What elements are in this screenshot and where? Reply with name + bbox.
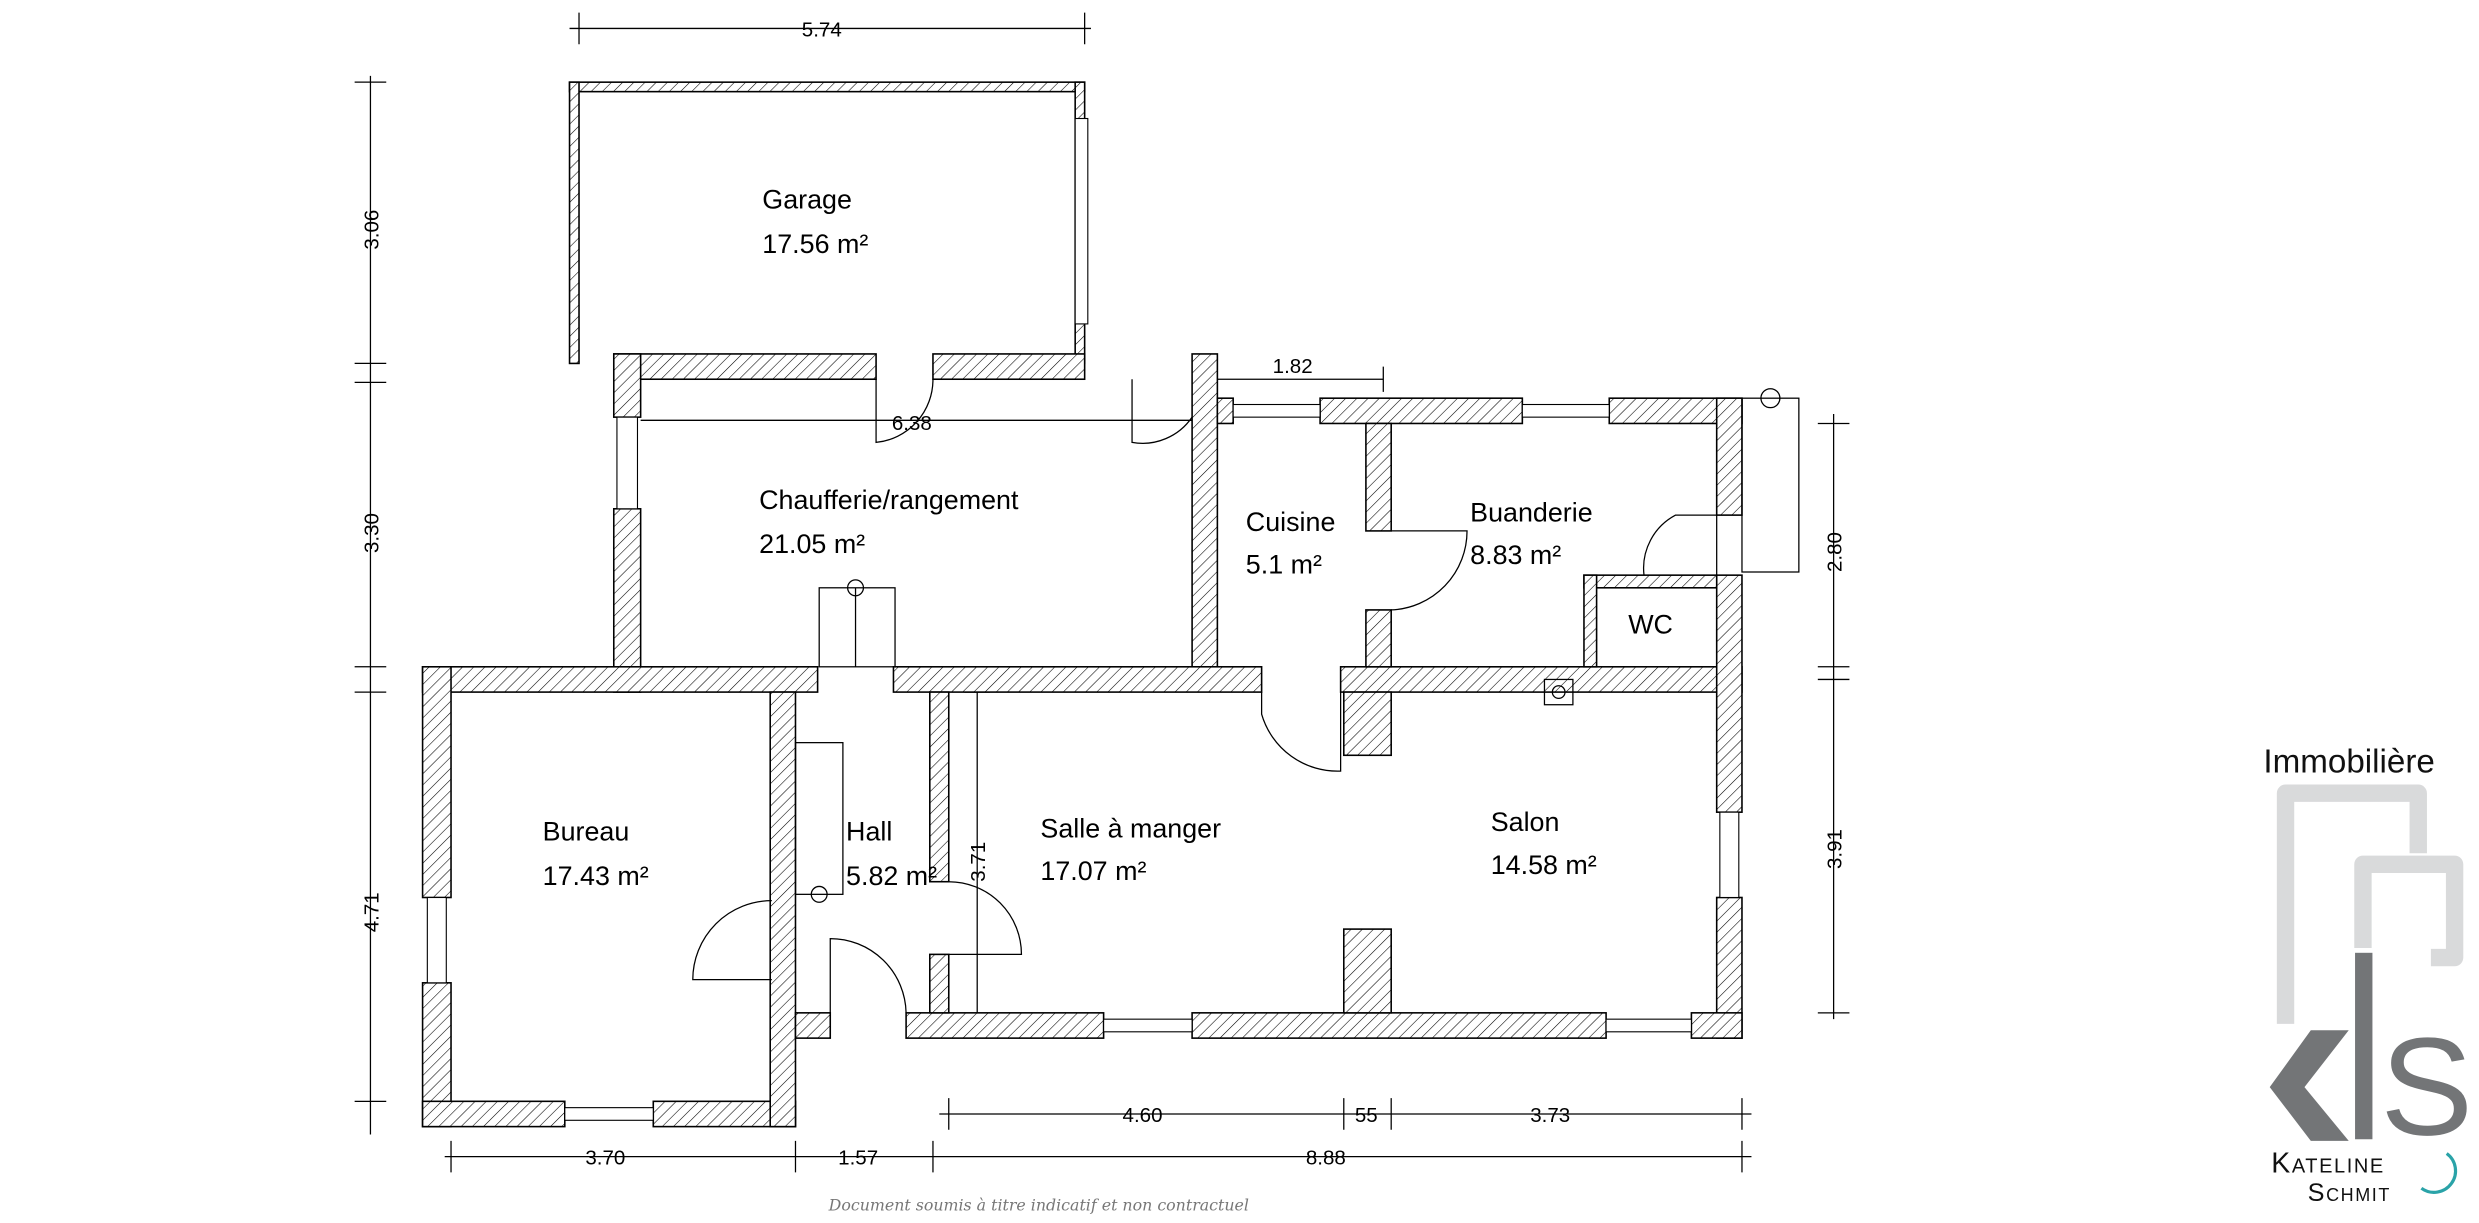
dim-chaufferie-depth: 3.30: [360, 513, 383, 553]
dim-buanderie-depth: 2.80: [1824, 532, 1847, 572]
room-salon: Salon 14.58 m²: [1491, 807, 1597, 880]
dim-bureau-depth: 4.71: [360, 892, 383, 932]
room-name: Garage: [762, 185, 852, 215]
dimension-lines: [354, 12, 1850, 1173]
logo-name-line1: Kateline: [2271, 1147, 2384, 1179]
room-area: 21.05 m²: [759, 529, 865, 559]
svg-text:S: S: [2380, 1010, 2473, 1165]
dim-chaufferie-width: 6.38: [892, 412, 932, 435]
room-name: Hall: [846, 817, 892, 847]
doors: [692, 379, 1718, 1013]
stairs: [794, 388, 1800, 903]
room-name: Cuisine: [1246, 507, 1336, 537]
room-buanderie: Buanderie 8.83 m²: [1470, 497, 1592, 570]
dimension-labels: 5.74 3.06 3.30 4.71 6.38 1.82 3.71 2.80 …: [360, 18, 1846, 1169]
dim-hall-width: 1.57: [838, 1147, 878, 1170]
kateline-schmit-logo: Immobilière S Kateline Schmit: [2263, 744, 2473, 1207]
room-garage: Garage 17.56 m²: [762, 185, 868, 259]
dim-salon-width: 3.73: [1530, 1104, 1570, 1127]
disclaimer: Document soumis à titre indicatif et non…: [828, 1195, 1249, 1214]
dim-garage-depth: 3.06: [360, 210, 383, 250]
room-name: Salon: [1491, 807, 1560, 837]
room-area: 5.82 m²: [846, 861, 937, 891]
room-name: Bureau: [543, 817, 630, 847]
dim-salle-depth: 3.71: [967, 842, 990, 882]
dim-bureau-width: 3.70: [585, 1147, 625, 1170]
room-name: Buanderie: [1470, 497, 1592, 527]
room-area: 17.07 m²: [1040, 856, 1146, 886]
dim-total-width: 8.88: [1306, 1147, 1346, 1170]
dim-garage-width: 5.74: [802, 18, 842, 41]
room-area: 8.83 m²: [1470, 540, 1561, 570]
dim-salle-width: 4.60: [1123, 1104, 1163, 1127]
room-bureau: Bureau 17.43 m²: [543, 817, 649, 891]
room-area: 17.43 m²: [543, 861, 649, 891]
garage-walls: [568, 81, 1089, 365]
logo-name-line2: Schmit: [2308, 1179, 2391, 1207]
room-chaufferie: Chaufferie/rangement 21.05 m²: [759, 485, 1019, 559]
room-cuisine: Cuisine 5.1 m²: [1246, 507, 1336, 580]
room-name: Chaufferie/rangement: [759, 485, 1019, 515]
room-name: Salle à manger: [1040, 813, 1221, 843]
dim-cuisine-width: 1.82: [1273, 355, 1313, 378]
dim-salon-depth: 3.91: [1824, 829, 1847, 869]
walls: [421, 353, 1743, 1128]
room-name: WC: [1628, 610, 1673, 640]
room-area: 14.58 m²: [1491, 850, 1597, 880]
room-area: 17.56 m²: [762, 229, 868, 259]
room-area: 5.1 m²: [1246, 550, 1322, 580]
room-salle-a-manger: Salle à manger 17.07 m²: [1040, 813, 1221, 886]
logo-top-text: Immobilière: [2263, 744, 2434, 781]
room-hall: Hall 5.82 m²: [846, 817, 937, 891]
dim-partition: 55: [1355, 1104, 1378, 1127]
room-wc: WC: [1628, 610, 1673, 640]
